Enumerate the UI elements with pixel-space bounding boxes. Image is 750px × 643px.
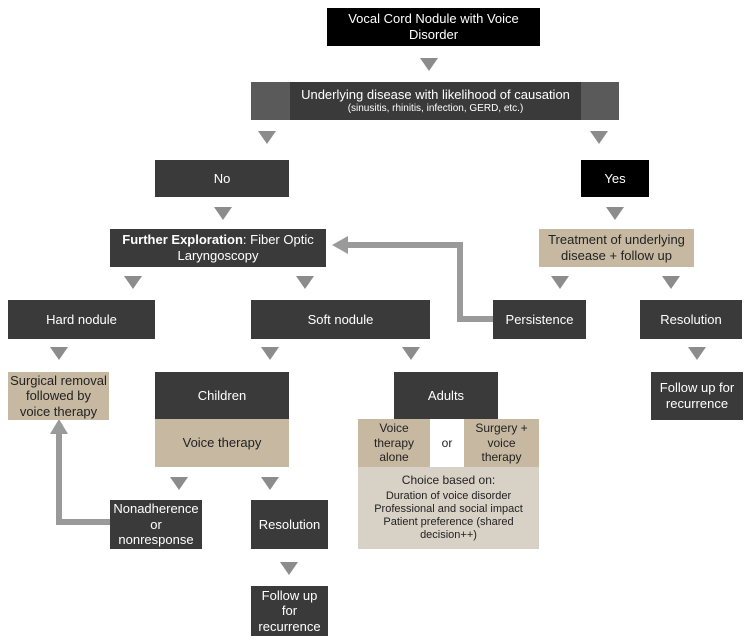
persistence-arrowhead	[332, 236, 348, 254]
choice-item: Patient preference (shared	[383, 516, 514, 529]
underlying-subtitle: (sinusitis, rhinitis, infection, GERD, e…	[347, 102, 524, 114]
arrow-down-icon	[590, 131, 608, 144]
follow-up-right-line-2: recurrence	[665, 396, 729, 411]
no-label: No	[213, 170, 231, 186]
soft-nodule-node: Soft nodule	[251, 300, 430, 339]
adults-node: Adults	[394, 372, 498, 419]
arrow-down-icon	[280, 562, 298, 575]
root-node: Vocal Cord Nodule with Voice Disorder	[327, 8, 540, 46]
surgery-voice-therapy-node: Surgery + voice therapy	[464, 419, 539, 467]
nonadherence-line-2: or	[150, 516, 162, 532]
choice-title: Choice based on:	[401, 473, 496, 488]
surgical-line-1: Surgical removal	[10, 372, 107, 388]
voice-therapy-alone-node: Voice therapy alone	[358, 419, 430, 467]
yes-node: Yes	[581, 160, 649, 197]
nonadherence-feedback-arrow	[56, 430, 110, 525]
surgery-line-1: Surgery +	[475, 421, 528, 436]
resolution-right-label: Resolution	[660, 311, 722, 327]
arrow-down-icon	[402, 347, 420, 360]
surgical-removal-node: Surgical removal followed by voice thera…	[8, 372, 109, 420]
children-node: Children	[155, 372, 289, 419]
persistence-label: Persistence	[505, 311, 574, 327]
persistence-node: Persistence	[493, 300, 586, 339]
children-label: Children	[197, 387, 247, 403]
voice-therapy-label: Voice therapy	[182, 435, 262, 451]
root-line-2: Disorder	[408, 27, 459, 42]
treatment-node: Treatment of underlying disease + follow…	[539, 229, 694, 267]
choice-item: Professional and social impact	[374, 503, 523, 515]
follow-up-right-node: Follow up for recurrence	[651, 372, 743, 420]
arrow-down-icon	[170, 477, 188, 490]
yes-label: Yes	[604, 170, 626, 186]
voice-therapy-node: Voice therapy	[155, 419, 289, 467]
exploration-line-1: Further Exploration: Fiber Optic	[122, 232, 313, 248]
nonadherence-node: Nonadherence or nonresponse	[110, 500, 202, 549]
arrow-down-icon	[261, 347, 279, 360]
arrow-down-icon	[124, 276, 142, 289]
follow-up-children-line-3: recurrence	[258, 618, 321, 634]
follow-up-children-line-2: for	[281, 603, 298, 619]
underlying-title: Underlying disease with likelihood of ca…	[301, 87, 570, 103]
choice-based-on-node: Choice based on: Duration of voice disor…	[358, 467, 539, 549]
resolution-children-label: Resolution	[258, 516, 321, 532]
resolution-right-node: Resolution	[640, 300, 742, 339]
further-exploration-node: Further Exploration: Fiber Optic Laryngo…	[110, 229, 326, 267]
no-node: No	[155, 160, 289, 197]
underlying-disease-node: Underlying disease with likelihood of ca…	[290, 82, 581, 120]
arrow-down-icon	[296, 276, 314, 289]
arrow-down-icon	[662, 276, 680, 289]
arrow-down-icon	[420, 58, 438, 71]
choice-item: decision++)	[420, 529, 477, 542]
arrow-down-icon	[261, 477, 279, 490]
exploration-bold: Further Exploration	[122, 232, 243, 248]
arrow-down-icon	[606, 207, 624, 220]
adults-label: Adults	[427, 387, 465, 403]
alone-line-3: alone	[379, 450, 409, 465]
underlying-bar-right-accent	[581, 82, 619, 120]
or-label: or	[441, 435, 453, 450]
arrow-down-icon	[688, 347, 706, 360]
arrow-down-icon	[214, 207, 232, 220]
exploration-line-2: Laryngoscopy	[177, 248, 259, 263]
resolution-children-node: Resolution	[251, 500, 328, 549]
underlying-bar-left-accent	[251, 82, 290, 120]
arrow-down-icon	[258, 131, 276, 144]
follow-up-right-line-1: Follow up for	[659, 380, 735, 396]
follow-up-children-line-1: Follow up	[261, 587, 318, 603]
alone-line-1: Voice	[379, 421, 409, 436]
soft-nodule-label: Soft nodule	[307, 311, 374, 327]
treatment-line-2: disease + follow up	[561, 248, 672, 263]
nonadherence-line-1: Nonadherence	[113, 501, 199, 517]
hard-nodule-label: Hard nodule	[46, 311, 117, 327]
surgical-line-3: voice therapy	[19, 403, 98, 419]
surgical-line-2: followed by	[25, 388, 92, 404]
surgery-line-2: voice	[487, 435, 516, 450]
treatment-line-1: Treatment of underlying	[548, 232, 685, 248]
arrow-down-icon	[551, 276, 569, 289]
persistence-feedback-arrow	[345, 242, 493, 322]
surgery-line-3: therapy	[481, 450, 522, 465]
root-line-1: Vocal Cord Nodule with Voice	[348, 11, 519, 27]
nonadherence-arrowhead	[50, 419, 68, 434]
or-connector: or	[430, 419, 464, 467]
alone-line-2: therapy	[373, 435, 415, 450]
choice-item: Duration of voice disorder	[385, 489, 512, 502]
exploration-rest: : Fiber Optic	[242, 232, 314, 248]
hard-nodule-node: Hard nodule	[8, 300, 155, 339]
follow-up-children-node: Follow up for recurrence	[251, 586, 328, 636]
nonadherence-line-3: nonresponse	[118, 532, 194, 548]
arrow-down-icon	[50, 347, 68, 360]
